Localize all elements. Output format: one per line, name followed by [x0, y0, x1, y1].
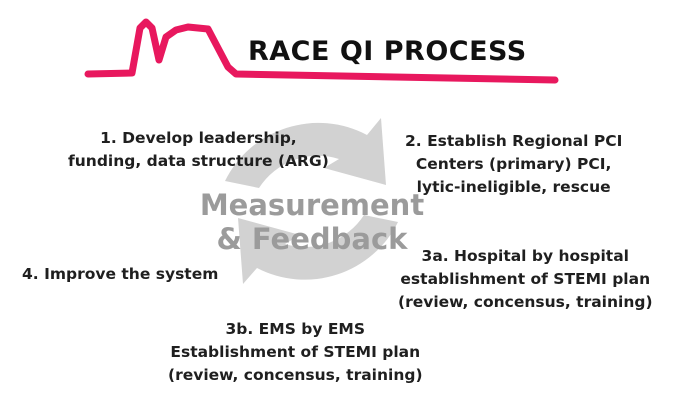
step-2: 2. Establish Regional PCI Centers (prima… [405, 130, 622, 199]
center-label-line: Measurement [199, 188, 425, 222]
step-3a: 3a. Hospital by hospital establishment o… [398, 245, 653, 314]
step-3b: 3b. EMS by EMS Establishment of STEMI pl… [168, 318, 423, 387]
step-3a-line: (review, concensus, training) [398, 293, 653, 311]
step-1: 1. Develop leadership, funding, data str… [68, 127, 329, 173]
step-1-line: 1. Develop leadership, [100, 129, 297, 147]
step-4: 4. Improve the system [22, 263, 218, 286]
step-2-line: 2. Establish Regional PCI [405, 132, 623, 150]
heartbeat-line-icon [84, 18, 559, 84]
step-3b-line: Establishment of STEMI plan [170, 343, 421, 361]
center-label-line: & Feedback [216, 222, 408, 256]
step-3a-line: 3a. Hospital by hospital [421, 247, 629, 265]
step-4-line: 4. Improve the system [22, 265, 219, 283]
step-2-line: Centers (primary) PCI, [415, 155, 612, 173]
center-label: Measurement & Feedback [192, 188, 432, 256]
step-3b-line: (review, concensus, training) [168, 366, 423, 384]
page-title: RACE QI PROCESS [248, 36, 527, 67]
refresh-cycle-icon [225, 118, 398, 284]
step-2-line: lytic-ineligible, rescue [416, 178, 611, 196]
step-3b-line: 3b. EMS by EMS [225, 320, 366, 338]
step-3a-line: establishment of STEMI plan [400, 270, 651, 288]
step-1-line: funding, data structure (ARG) [68, 152, 329, 170]
